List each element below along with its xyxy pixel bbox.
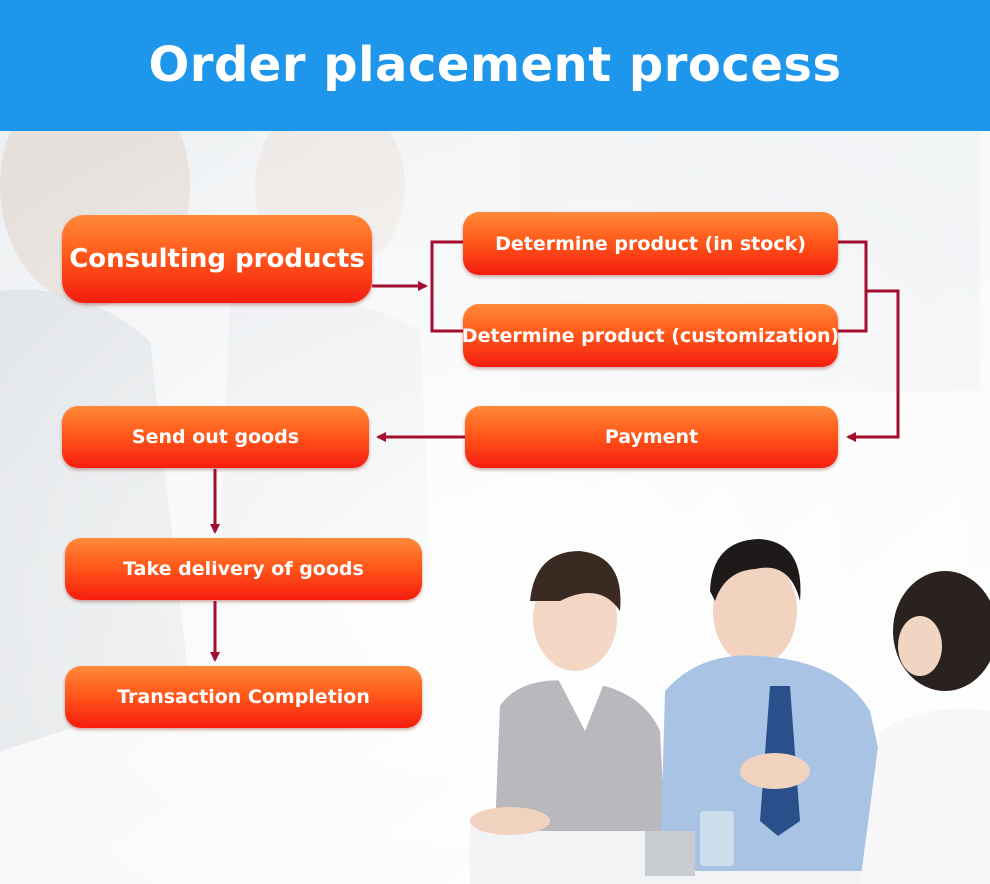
step-determine-in-stock: Determine product (in stock) xyxy=(463,212,838,275)
step-send-out-goods: Send out goods xyxy=(62,406,369,468)
step-transaction-completion: Transaction Completion xyxy=(65,666,422,728)
header-banner: Order placement process xyxy=(0,0,990,131)
step-consulting-products: Consulting products xyxy=(62,215,372,303)
step-take-delivery-label: Take delivery of goods xyxy=(123,558,364,580)
step-payment-label: Payment xyxy=(604,426,699,448)
step-payment: Payment xyxy=(465,406,838,468)
step-take-delivery: Take delivery of goods xyxy=(65,538,422,600)
step-send-out-goods-label: Send out goods xyxy=(131,426,300,448)
step-transaction-completion-label: Transaction Completion xyxy=(117,686,370,708)
step-determine-customization: Determine product (customization) xyxy=(462,304,839,367)
step-determine-customization-label: Determine product (customization) xyxy=(461,324,840,347)
step-consulting-products-label: Consulting products xyxy=(69,244,365,274)
step-determine-in-stock-label: Determine product (in stock) xyxy=(495,232,806,255)
page-title: Order placement process xyxy=(148,37,842,93)
